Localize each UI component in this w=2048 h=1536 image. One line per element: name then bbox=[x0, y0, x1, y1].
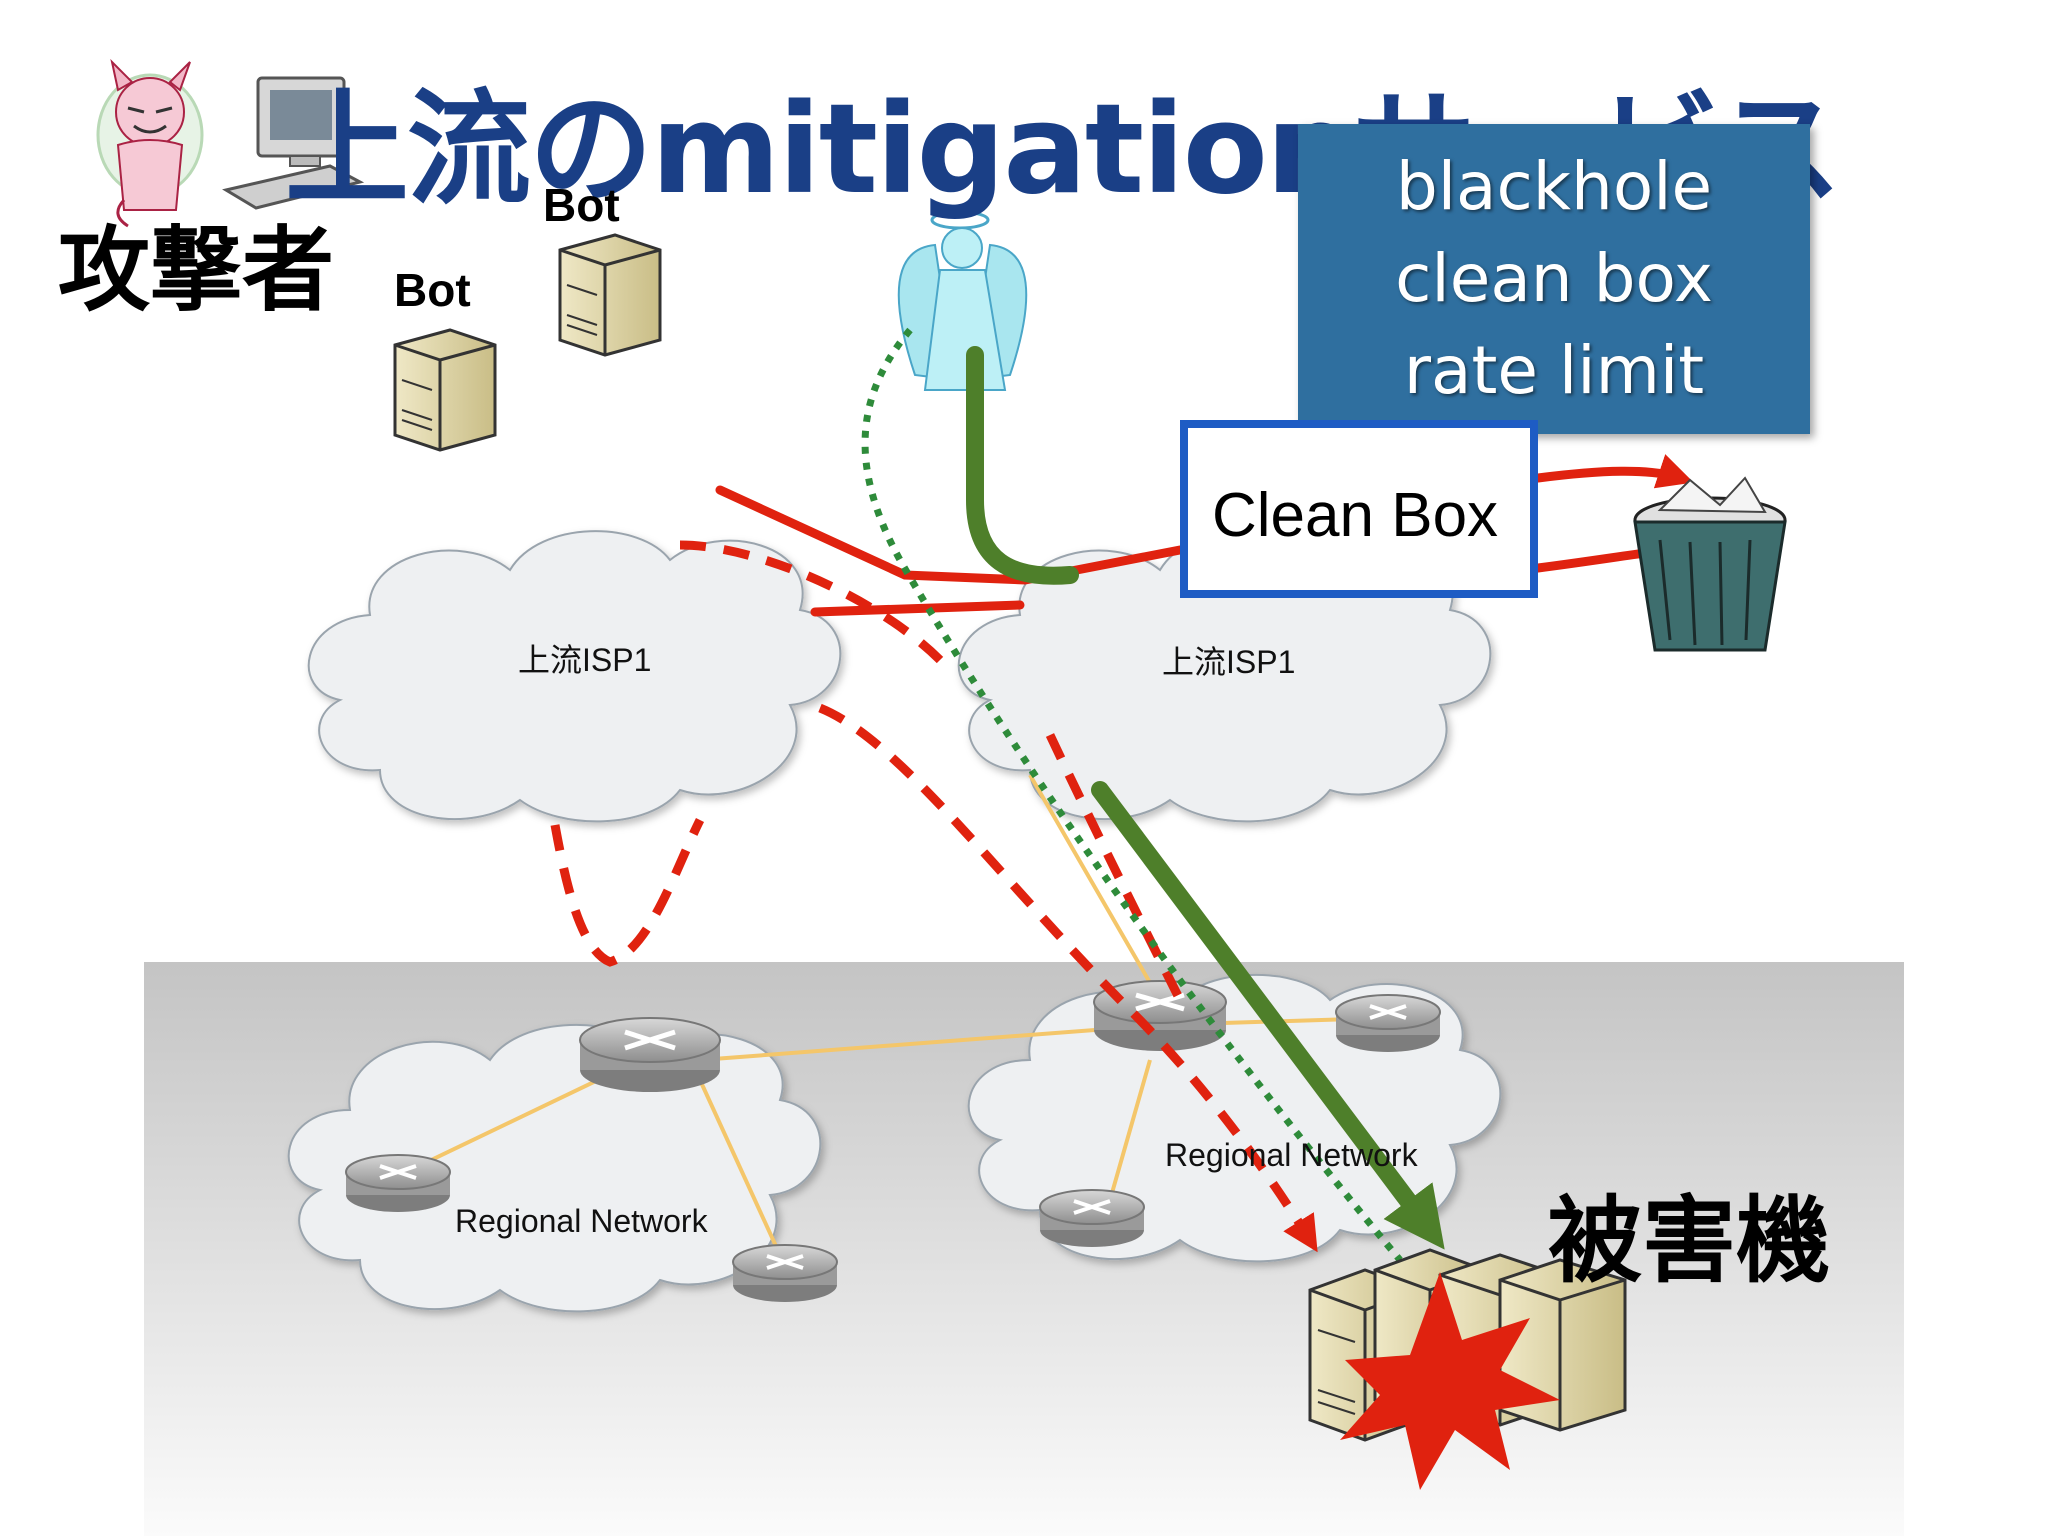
victim-label: 被害機 bbox=[1548, 1187, 1831, 1296]
cloud-label: Regional Network bbox=[455, 1203, 708, 1239]
router-icon bbox=[579, 1017, 721, 1092]
computer-icon bbox=[222, 76, 365, 210]
cloud-label: 上流ISP1 bbox=[518, 642, 652, 678]
mitigation-option: clean box bbox=[1395, 240, 1713, 317]
attacker-label: 攻撃者 bbox=[58, 217, 335, 324]
router-icon bbox=[1039, 1189, 1145, 1247]
trash-can-icon bbox=[1633, 476, 1787, 652]
router-icon bbox=[732, 1244, 838, 1302]
router-icon bbox=[1093, 980, 1227, 1051]
cloud-label: Regional Network bbox=[1165, 1137, 1418, 1173]
legit-traffic-solid bbox=[966, 346, 1445, 1250]
clean-box-label: Clean Box bbox=[1212, 481, 1499, 550]
clean-box: Clean Box bbox=[1180, 420, 1538, 598]
router-icon bbox=[1335, 994, 1441, 1052]
bot-server-icon bbox=[558, 233, 662, 357]
router-icon bbox=[345, 1154, 451, 1212]
cloud-regional-left bbox=[287, 1023, 822, 1313]
attack-traffic-solid bbox=[715, 454, 1694, 617]
mitigation-option: blackhole bbox=[1395, 148, 1713, 225]
impact-burst-icon bbox=[1340, 1272, 1560, 1490]
attack-traffic-dashed bbox=[550, 540, 1318, 1253]
bot-label: Bot bbox=[394, 264, 471, 316]
cloud-upstream-isp-left bbox=[307, 530, 842, 823]
mitigation-options-box: blackhole clean box rate limit bbox=[1298, 124, 1810, 434]
bot-server-icon bbox=[393, 328, 497, 452]
cloud-label: 上流ISP1 bbox=[1162, 644, 1296, 680]
mitigation-option: rate limit bbox=[1403, 332, 1705, 409]
angel-icon bbox=[897, 210, 1028, 391]
legit-traffic-dotted bbox=[861, 327, 1403, 1263]
bot-label: Bot bbox=[543, 179, 620, 231]
cloud-upstream-isp-right bbox=[957, 530, 1492, 823]
attacker-devil-icon bbox=[96, 58, 204, 228]
